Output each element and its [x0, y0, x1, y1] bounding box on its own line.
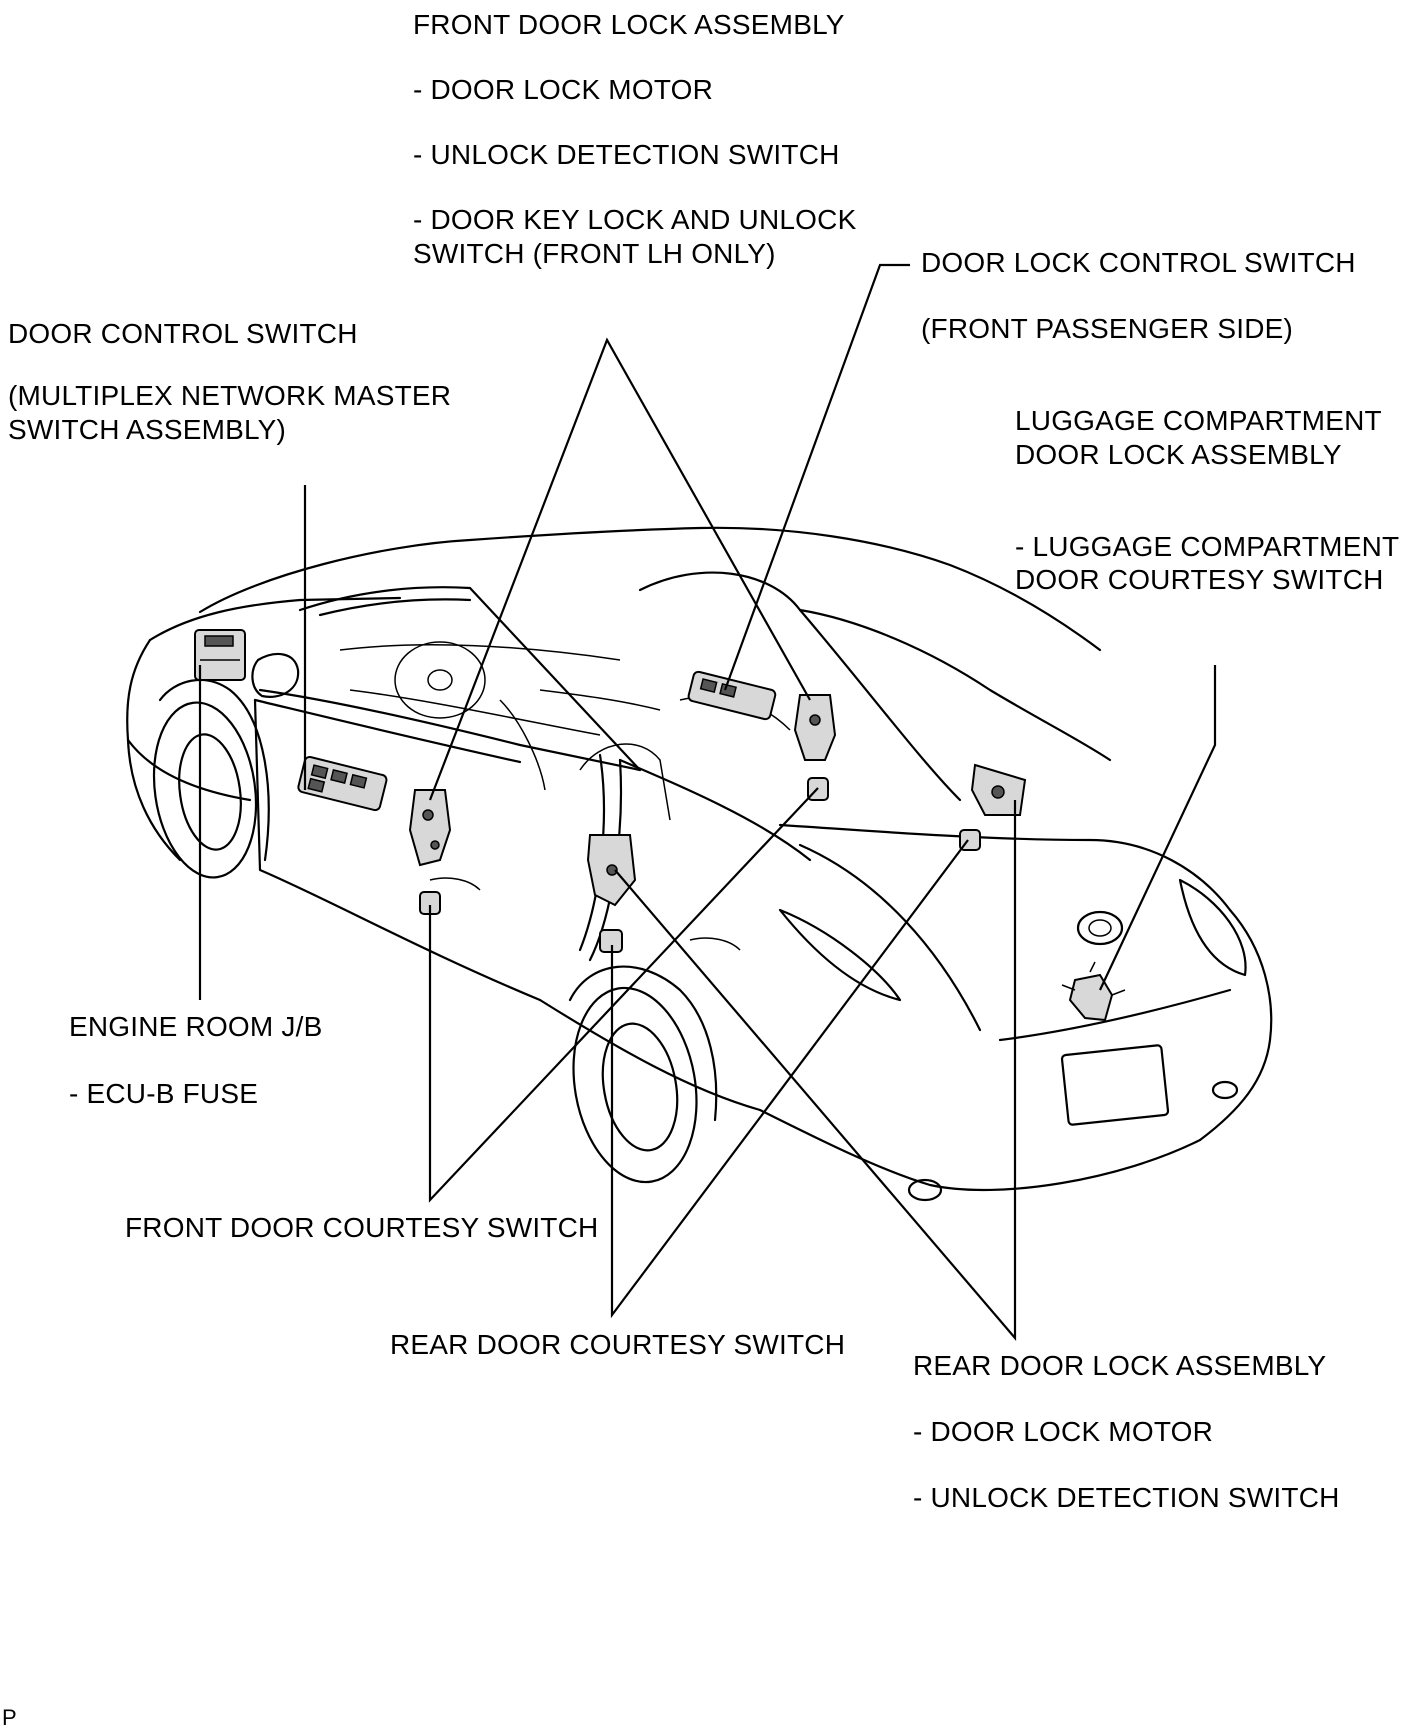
- luggage-courtesy-line1: - LUGGAGE COMPARTMENT: [1015, 531, 1400, 562]
- rear-door-lock-motor: - DOOR LOCK MOTOR: [913, 1416, 1214, 1447]
- luggage-lock-line2: DOOR LOCK ASSEMBLY: [1015, 439, 1342, 470]
- door-lock-control-title: DOOR LOCK CONTROL SWITCH: [921, 247, 1356, 278]
- engine-room-fuse: - ECU-B FUSE: [69, 1078, 259, 1109]
- front-lh-door-lock-part: [408, 789, 452, 867]
- leader-lines: [198, 263, 1217, 1341]
- front-rh-door-lock-part: [793, 694, 837, 761]
- door-lock-control-side: (FRONT PASSENGER SIDE): [921, 313, 1294, 344]
- door-control-switch-title: DOOR CONTROL SWITCH: [8, 318, 358, 349]
- rear-door-courtesy-label: REAR DOOR COURTESY SWITCH: [390, 1329, 846, 1360]
- engine-room-title: ENGINE ROOM J/B: [69, 1011, 323, 1042]
- component-parts: [194, 629, 1126, 1022]
- front-door-key-switch-line1: - DOOR KEY LOCK AND UNLOCK: [413, 204, 857, 235]
- door-control-switch-sub2: SWITCH ASSEMBLY): [8, 414, 287, 445]
- front-door-lock-motor: - DOOR LOCK MOTOR: [413, 74, 714, 105]
- engine-room-jb-part: [194, 629, 246, 681]
- rear-door-unlock-detection: - UNLOCK DETECTION SWITCH: [913, 1482, 1340, 1513]
- front-door-lock-title: FRONT DOOR LOCK ASSEMBLY: [413, 9, 845, 40]
- door-control-switch-part: [297, 755, 388, 812]
- door-lock-control-switch-part: [687, 670, 777, 721]
- front-door-key-switch-line2: SWITCH (FRONT LH ONLY): [413, 238, 776, 269]
- front-door-courtesy-label: FRONT DOOR COURTESY SWITCH: [125, 1212, 599, 1243]
- luggage-lock-part: [1061, 961, 1126, 1022]
- rear-rh-door-lock-part: [970, 763, 1027, 816]
- rear-lh-door-lock-part: [586, 834, 637, 907]
- door-control-switch-sub1: (MULTIPLEX NETWORK MASTER: [8, 380, 452, 411]
- luggage-courtesy-line2: DOOR COURTESY SWITCH: [1015, 564, 1384, 595]
- car-body: [126, 526, 1273, 1202]
- rear-door-lock-title: REAR DOOR LOCK ASSEMBLY: [913, 1350, 1327, 1381]
- figure-code: P: [2, 1705, 17, 1730]
- luggage-lock-line1: LUGGAGE COMPARTMENT: [1015, 405, 1382, 436]
- front-door-unlock-detection: - UNLOCK DETECTION SWITCH: [413, 139, 840, 170]
